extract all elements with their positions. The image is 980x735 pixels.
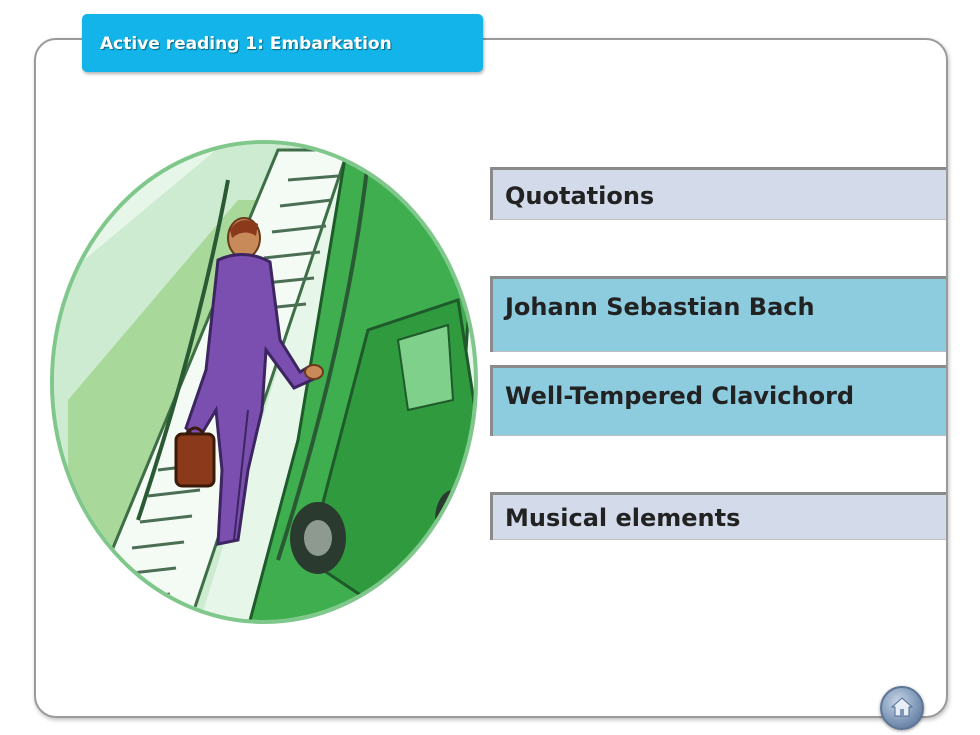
businessman-figure — [174, 217, 324, 546]
slide-title: Active reading 1: Embarkation — [100, 34, 392, 54]
topic-label: Johann Sebastian Bach — [505, 293, 815, 321]
home-icon — [891, 697, 913, 717]
businessman-escalator-clipart — [50, 140, 478, 624]
escalator-illustration — [48, 140, 480, 628]
topic-label: Well-Tempered Clavichord — [505, 382, 855, 410]
topic-quotations[interactable]: Quotations — [490, 167, 946, 220]
home-button[interactable] — [880, 686, 924, 730]
slide-title-tab: Active reading 1: Embarkation — [82, 14, 483, 72]
topic-musical-elements[interactable]: Musical elements — [490, 492, 946, 540]
topic-well-tempered-clavichord[interactable]: Well-Tempered Clavichord — [490, 365, 946, 436]
topic-label: Musical elements — [505, 504, 741, 532]
topic-johann-sebastian-bach[interactable]: Johann Sebastian Bach — [490, 276, 946, 352]
topic-label: Quotations — [505, 182, 655, 210]
